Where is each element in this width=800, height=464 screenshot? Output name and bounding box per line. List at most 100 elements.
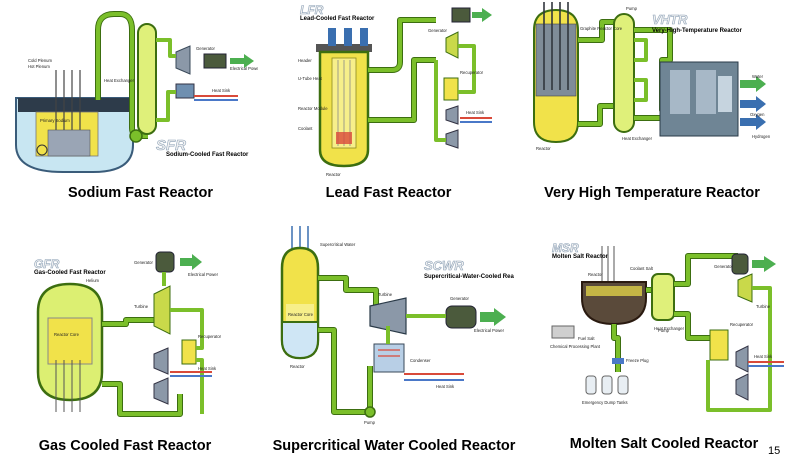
svg-text:Reactor: Reactor xyxy=(536,146,551,151)
svg-text:Reactor: Reactor xyxy=(326,172,341,177)
panel-gfr: GFR Gas-Cooled Fast Reactor Helium React… xyxy=(30,244,250,454)
svg-text:Cold Plenum: Cold Plenum xyxy=(28,58,52,63)
svg-text:Heat Sink: Heat Sink xyxy=(212,88,231,93)
sfr-diagram: SFR Sodium-Cooled Fast Reactor Cold Plen… xyxy=(15,11,258,173)
svg-text:Heat Sink: Heat Sink xyxy=(466,110,485,115)
svg-text:U-Tube Heat: U-Tube Heat xyxy=(298,76,323,81)
lfr-diagram: LFR Lead-Cooled Fast Reactor Header U-Tu… xyxy=(298,3,492,177)
lfr-generator xyxy=(451,7,471,23)
svg-text:Water: Water xyxy=(752,74,764,79)
gfr-recuperator xyxy=(181,339,197,365)
lfr-recuperator xyxy=(443,77,459,101)
svg-text:Emergency Dump Tanks: Emergency Dump Tanks xyxy=(582,400,628,405)
svg-text:Freeze Plug: Freeze Plug xyxy=(626,358,649,363)
svg-text:Heat Exchanger: Heat Exchanger xyxy=(622,136,653,141)
svg-text:Graphite Reactor Core: Graphite Reactor Core xyxy=(580,26,623,31)
svg-text:SCWR: SCWR xyxy=(424,258,464,273)
caption-vhtr: Very High Temperature Reactor xyxy=(544,185,760,201)
gfr-turbine xyxy=(153,285,171,335)
msr-compressor-2 xyxy=(735,373,749,401)
svg-text:Recuperator: Recuperator xyxy=(730,322,754,327)
lfr-turbine xyxy=(445,31,459,59)
svg-text:LFR: LFR xyxy=(300,3,324,17)
svg-text:Molten Salt Reactor: Molten Salt Reactor xyxy=(552,254,609,260)
panel-sfr: SFR Sodium-Cooled Fast Reactor Cold Plen… xyxy=(8,0,258,201)
vhtr-heat-exchanger xyxy=(613,13,635,133)
svg-text:Hot Plenum: Hot Plenum xyxy=(28,64,50,69)
svg-text:Generator: Generator xyxy=(450,296,469,301)
gfr-diagram: GFR Gas-Cooled Fast Reactor Helium React… xyxy=(34,251,222,417)
svg-text:Pump: Pump xyxy=(658,328,670,333)
caption-lfr: Lead Fast Reactor xyxy=(325,185,452,201)
svg-text:Hydrogen: Hydrogen xyxy=(752,134,771,139)
msr-turbine xyxy=(737,273,753,303)
scwr-generator xyxy=(445,305,477,329)
msr-freeze-plug xyxy=(612,358,624,364)
svg-text:Pump: Pump xyxy=(626,6,638,11)
sfr-steam-generator xyxy=(137,23,157,135)
page-number: 15 xyxy=(768,445,781,457)
sfr-hot-plenum xyxy=(18,98,131,112)
svg-text:Recuperator: Recuperator xyxy=(460,70,484,75)
svg-text:Recuperator: Recuperator xyxy=(198,334,222,339)
svg-text:Pump: Pump xyxy=(364,420,376,425)
vhtr-control-rods xyxy=(543,2,569,90)
svg-text:Primary Sodium: Primary Sodium xyxy=(40,118,70,123)
svg-text:Sodium-Cooled Fast Reactor: Sodium-Cooled Fast Reactor xyxy=(166,152,249,158)
svg-text:VHTR: VHTR xyxy=(652,12,688,27)
svg-text:Reactor Core: Reactor Core xyxy=(288,312,314,317)
caption-gfr: Gas Cooled Fast Reactor xyxy=(38,438,212,454)
scwr-diagram: SCWR Supercritical-Water-Cooled Reactor … xyxy=(280,226,514,425)
svg-text:Heat Exchanger: Heat Exchanger xyxy=(654,326,685,331)
svg-text:Reactor: Reactor xyxy=(290,364,305,369)
lfr-control-rods xyxy=(328,28,368,46)
caption-sfr: Sodium Fast Reactor xyxy=(67,185,214,201)
gfr-control-rods xyxy=(55,360,81,412)
svg-text:Header: Header xyxy=(298,58,312,63)
msr-chemical-plant xyxy=(551,325,575,339)
svg-text:Fuel Salt: Fuel Salt xyxy=(578,336,595,341)
vhtr-diagram: VHTR Very-High-Temperature Reactor Graph… xyxy=(533,2,771,151)
svg-text:Gas-Cooled Fast Reactor: Gas-Cooled Fast Reactor xyxy=(34,270,106,276)
svg-text:Reactor Module: Reactor Module xyxy=(298,106,328,111)
svg-text:Generator: Generator xyxy=(134,260,153,265)
panel-scwr: SCWR Supercritical-Water-Cooled Reactor … xyxy=(273,226,515,454)
caption-msr: Molten Salt Cooled Reactor xyxy=(569,436,759,452)
svg-text:Lead-Cooled Fast Reactor: Lead-Cooled Fast Reactor xyxy=(300,16,375,22)
panel-msr: MSR Molten Salt Reactor Reactor Coolant … xyxy=(548,240,788,452)
svg-text:Heat Sink: Heat Sink xyxy=(436,384,455,389)
panel-vhtr: VHTR Very-High-Temperature Reactor Graph… xyxy=(522,0,794,201)
svg-text:Heat Sink: Heat Sink xyxy=(198,366,217,371)
scwr-pump xyxy=(364,406,376,418)
msr-generator xyxy=(731,253,749,275)
lfr-compressor-2 xyxy=(445,129,459,149)
sfr-turbine xyxy=(175,45,191,75)
msr-heat-exchanger xyxy=(651,273,675,321)
msr-diagram: MSR Molten Salt Reactor Reactor Coolant … xyxy=(550,241,784,412)
msr-dump-tanks xyxy=(585,375,629,395)
svg-text:Coolant: Coolant xyxy=(298,126,313,131)
caption-scwr: Supercritical Water Cooled Reactor xyxy=(272,438,516,454)
svg-text:Oxygen: Oxygen xyxy=(750,112,765,117)
svg-text:Electrical Power: Electrical Power xyxy=(474,328,505,333)
gfr-generator xyxy=(155,251,175,273)
svg-text:Electrical Power: Electrical Power xyxy=(188,272,219,277)
svg-text:MSR: MSR xyxy=(552,241,579,255)
sfr-control-rods xyxy=(55,70,81,140)
svg-text:SFR: SFR xyxy=(156,137,186,154)
svg-text:Very-High-Temperature Reactor: Very-High-Temperature Reactor xyxy=(652,28,743,34)
svg-text:Chemical Processing Plant: Chemical Processing Plant xyxy=(550,344,601,349)
gfr-compressor-2 xyxy=(153,377,169,405)
svg-text:Turbine: Turbine xyxy=(134,304,149,309)
sfr-condenser xyxy=(175,83,195,99)
svg-text:Reactor: Reactor xyxy=(588,272,603,277)
svg-text:Heat Exchanger: Heat Exchanger xyxy=(104,78,135,83)
svg-text:Reactor Core: Reactor Core xyxy=(54,332,80,337)
scwr-condenser xyxy=(373,343,405,373)
sfr-generator xyxy=(203,53,227,69)
svg-text:Electrical Power: Electrical Power xyxy=(230,66,258,71)
svg-text:Helium: Helium xyxy=(86,278,100,283)
msr-compressor xyxy=(735,345,749,373)
svg-text:Heat Sink: Heat Sink xyxy=(754,354,773,359)
panel-lfr: LFR Lead-Cooled Fast Reactor Header U-Tu… xyxy=(296,0,516,201)
